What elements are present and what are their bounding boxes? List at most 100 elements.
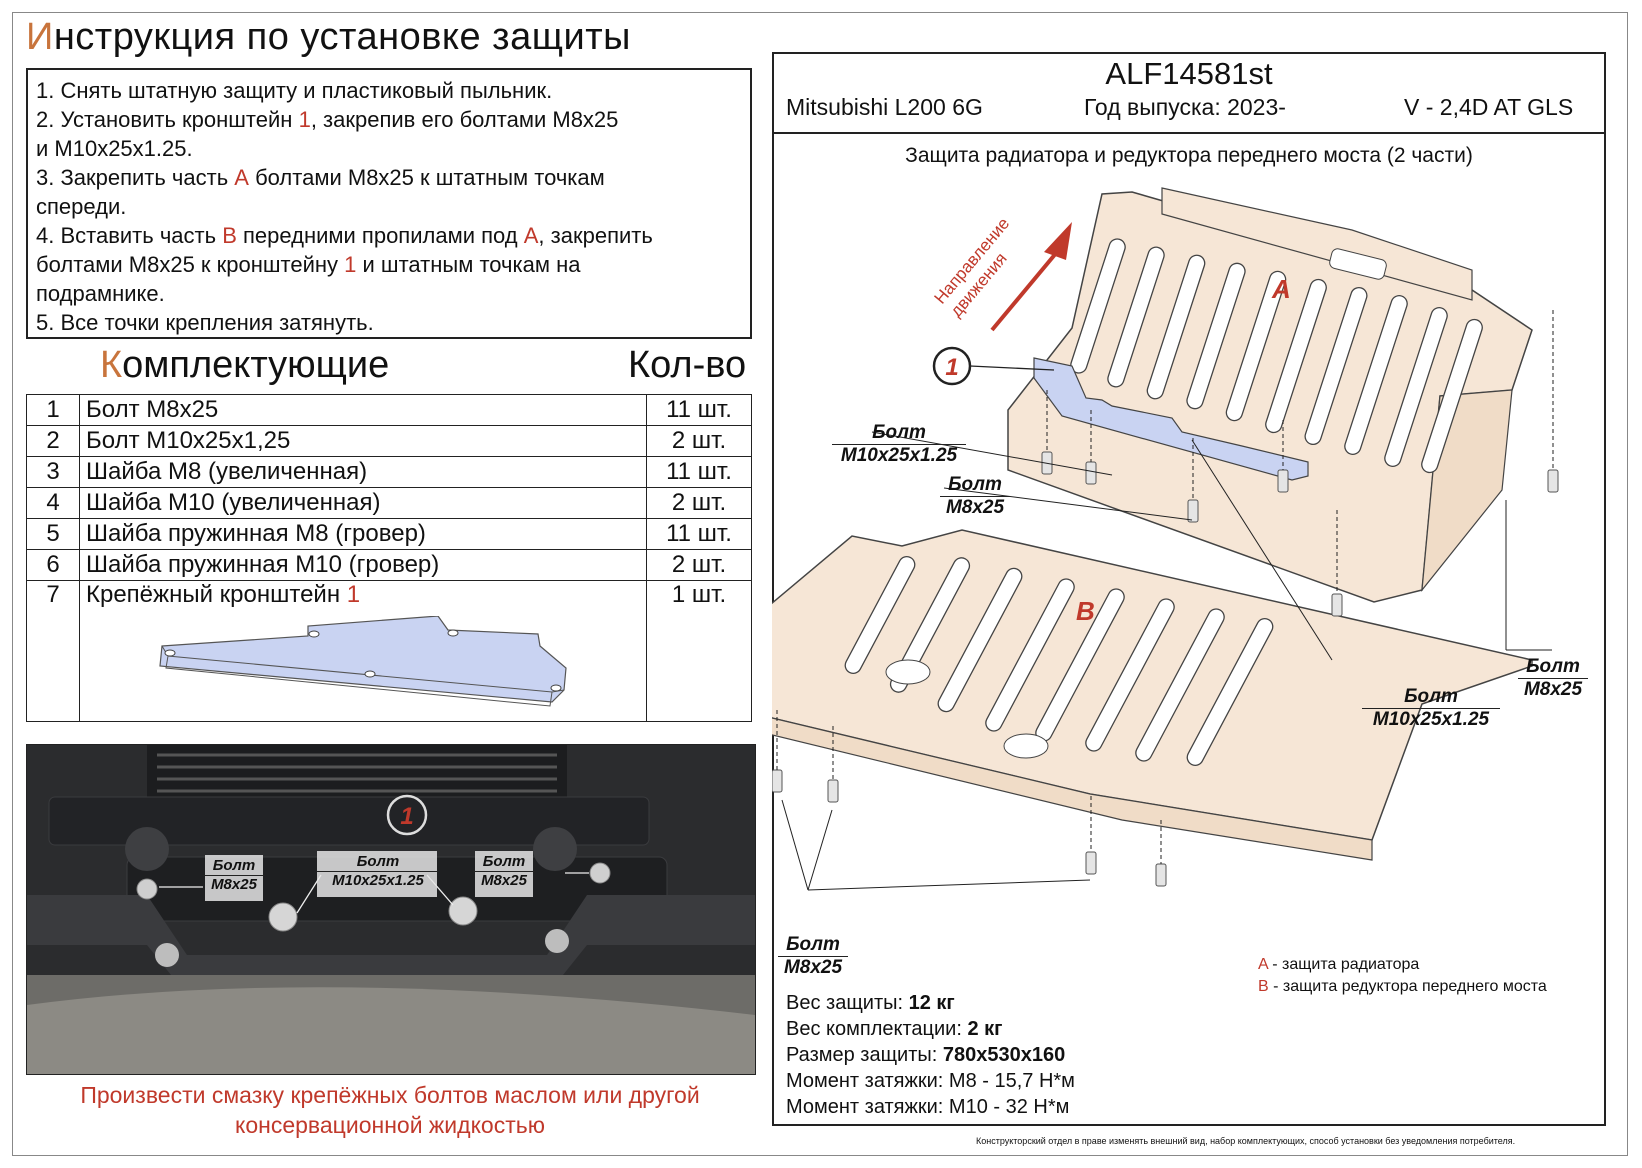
diagram-label-m8-bottom-line1: Болт xyxy=(786,934,840,955)
photo-label-1-line2: М8х25 xyxy=(203,875,265,894)
lubrication-note: Произвести смазку крепёжных болтов масло… xyxy=(80,1082,700,1138)
photo-label-1: Болт М8х25 xyxy=(203,857,265,894)
step-text: 1. Снять штатную защиту и пластиковый пы… xyxy=(36,78,553,103)
diagram-label-m10-left-line1: Болт xyxy=(872,422,926,443)
page-title: Инструкция по установке защиты xyxy=(26,16,631,59)
spec-row: Момент затяжки: М8 - 15,7 Н*м xyxy=(786,1070,1075,1092)
part-name: Шайба пружинная М8 (гровер) xyxy=(79,518,647,550)
step-text: передними пропилами под xyxy=(236,223,524,248)
part-number: 5 xyxy=(26,518,80,550)
photo-label-2-line2: М10х25х1.25 xyxy=(317,871,439,890)
legend-item-a: A - защита радиатора xyxy=(1258,954,1547,976)
direction-arrow: Направление движения xyxy=(931,214,1072,332)
step-text: , закрепить xyxy=(538,223,653,248)
step-highlight: 1 xyxy=(344,252,357,277)
legend-key-b: B xyxy=(1258,978,1269,995)
part-name: Шайба М8 (увеличенная) xyxy=(79,456,647,488)
step-line: болтами М8х25 к кронштейну 1 и штатным т… xyxy=(36,250,742,279)
diagram-label-m10-right: Болт М10х25х1.25 xyxy=(1362,686,1500,731)
step-text: подрамнике. xyxy=(36,281,165,306)
kit-first-letter: К xyxy=(100,344,123,386)
diagram-label-m10-left: Болт М10х25х1.25 xyxy=(832,422,966,467)
part-qty: 11 шт. xyxy=(646,518,752,550)
engine-bay-illustration: 1 xyxy=(27,745,755,1074)
step-text: болтами М8х25 к штатным точкам xyxy=(248,165,605,190)
diagram-label-m8-center-line1: Болт xyxy=(948,474,1002,495)
photo-bracket-marker: 1 xyxy=(400,803,413,830)
installation-photo: 1 Болт М8х25 Болт М10х25х1.25 Болт М8х25 xyxy=(26,744,756,1075)
step-line: 5. Все точки крепления затянуть. xyxy=(36,308,742,337)
bolts xyxy=(772,451,1559,887)
step-text: 4. Вставить часть xyxy=(36,223,223,248)
part-qty: 1 шт. xyxy=(646,580,752,722)
spec-row: Вес защиты: 12 кг xyxy=(786,992,955,1014)
part-qty: 2 шт. xyxy=(646,487,752,519)
diagram-label-m8-right-line2: М8х25 xyxy=(1518,678,1588,701)
part-name: Болт М8х25 xyxy=(79,394,647,426)
diagram-label-m8-center: Болт М8х25 xyxy=(940,474,1010,519)
spec-row: Размер защиты: 780х530х160 xyxy=(786,1044,1066,1066)
legend-text-b: - защита редуктора переднего моста xyxy=(1268,978,1547,995)
bracket-illustration xyxy=(159,616,567,707)
quantity-heading: Кол-во xyxy=(628,344,747,386)
diagram-label-m10-right-line2: М10х25х1.25 xyxy=(1362,708,1500,731)
diagram-label-m8-right: Болт М8х25 xyxy=(1518,656,1588,701)
photo-label-1-line1: Болт xyxy=(212,857,256,874)
part-number: 7 xyxy=(26,580,80,722)
diagram-label-m8-right-line1: Болт xyxy=(1526,656,1580,677)
step-line: 1. Снять штатную защиту и пластиковый пы… xyxy=(36,76,742,105)
part-number: 3 xyxy=(26,456,80,488)
kit-rest: омплектующие xyxy=(122,344,390,386)
part-b-plate: B xyxy=(772,529,1533,861)
step-text: и штатным точкам на xyxy=(356,252,581,277)
photo-label-2-line1: Болт xyxy=(356,853,400,870)
part-name: Болт М10х25х1,25 xyxy=(79,425,647,457)
legend-key-a: A xyxy=(1258,956,1268,973)
step-line: подрамнике. xyxy=(36,279,742,308)
step-text: и М10х25х1.25. xyxy=(36,136,193,161)
step-line: 3. Закрепить часть А болтами М8х25 к шта… xyxy=(36,163,742,192)
part-a-marker: A xyxy=(1271,274,1291,304)
step-text: 2. Установить кронштейн xyxy=(36,107,299,132)
step-highlight: 1 xyxy=(298,107,311,132)
spec-row: Момент затяжки: М10 - 32 Н*м xyxy=(786,1096,1070,1118)
protection-subtitle: Защита радиатора и редуктора переднего м… xyxy=(905,144,1473,167)
step-text: спереди. xyxy=(36,194,127,219)
production-year: Год выпуска: 2023- xyxy=(1084,94,1286,120)
parts-legend: A - защита радиатора B - защита редуктор… xyxy=(1258,954,1547,998)
product-code: ALF14581st xyxy=(1105,56,1273,91)
product-panel xyxy=(772,52,1606,1126)
exploded-diagram: Направление движения A 1 xyxy=(772,187,1559,891)
part-a-plate: A xyxy=(1007,187,1533,603)
part-name: Шайба пружинная М10 (гровер) xyxy=(79,549,647,581)
photo-label-3: Болт М8х25 xyxy=(473,853,535,890)
part-qty: 11 шт. xyxy=(646,394,752,426)
step-text: , закрепив его болтами М8х25 xyxy=(310,107,619,132)
diagram-label-m10-right-line1: Болт xyxy=(1404,686,1458,707)
part-qty: 2 шт. xyxy=(646,425,752,457)
kit-heading: Комплектующие xyxy=(100,344,389,387)
photo-label-3-line1: Болт xyxy=(482,853,526,870)
diagram-label-m8-bottom-line2: М8х25 xyxy=(778,956,848,979)
step-line: 4. Вставить часть В передними пропилами … xyxy=(36,221,742,250)
part-number: 6 xyxy=(26,549,80,581)
page-frame xyxy=(12,12,1628,1156)
bracket-marker: 1 xyxy=(945,354,958,381)
step-text: 3. Закрепить часть xyxy=(36,165,235,190)
spec-row: Вес комплектации: 2 кг xyxy=(786,1018,1003,1040)
diagram-label-m8-bottom: Болт М8х25 xyxy=(778,934,848,979)
photo-label-3-line2: М8х25 xyxy=(473,871,535,890)
step-highlight: В xyxy=(222,223,237,248)
part-qty: 11 шт. xyxy=(646,456,752,488)
engine-spec: V - 2,4D AT GLS xyxy=(1404,94,1574,120)
header-divider xyxy=(772,132,1606,134)
legend-text-a: - защита радиатора xyxy=(1267,956,1420,973)
diagram-label-m10-left-line2: М10х25х1.25 xyxy=(832,444,966,467)
legend-item-b: B - защита редуктора переднего моста xyxy=(1258,976,1547,998)
step-text: 5. Все точки крепления затянуть. xyxy=(36,310,374,335)
